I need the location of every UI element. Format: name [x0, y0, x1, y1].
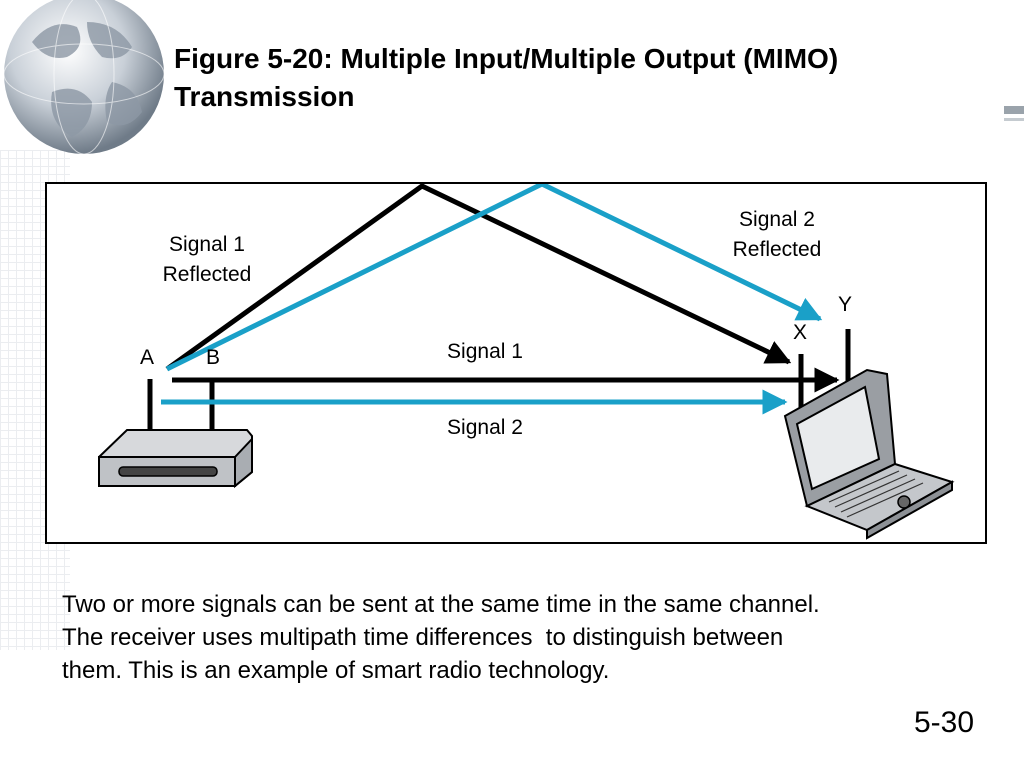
title-line-2: Transmission — [174, 81, 355, 112]
caption-line-3: them. This is an example of smart radio … — [62, 657, 610, 684]
signal-1-reflected-label: Signal 1 Reflected — [145, 230, 269, 290]
decorative-bar-thin — [1004, 118, 1024, 121]
mimo-diagram-svg — [98, 184, 955, 540]
antenna-a-label: A — [139, 346, 154, 369]
signal-1-reflected-path — [165, 184, 792, 372]
laptop-icon — [783, 329, 955, 540]
title-line-1: Figure 5-20: Multiple Input/Multiple Out… — [174, 43, 839, 74]
signal-2-reflected-path — [165, 184, 823, 372]
caption-line-2: The receiver uses multipath time differe… — [62, 624, 784, 651]
signal-1-label: Signal 1 — [447, 340, 523, 363]
signal-1-reflected-label-line1: Signal 1 — [169, 233, 245, 256]
antenna-y-label: Y — [837, 293, 852, 316]
page-number: 5-30 — [913, 706, 974, 739]
signal-1-reflected-label-line2: Reflected — [162, 263, 252, 286]
globe-icon — [3, 0, 165, 155]
decorative-bar — [1004, 106, 1024, 114]
signal-2-reflected-label-line1: Signal 2 — [739, 208, 815, 231]
antenna-x-label: X — [792, 321, 807, 344]
caption-line-1: Two or more signals can be sent at the s… — [62, 591, 820, 618]
signal-2-reflected-label-line2: Reflected — [732, 238, 822, 261]
signal-2-label: Signal 2 — [447, 416, 523, 439]
slide-title: Figure 5-20: Multiple Input/Multiple Out… — [174, 40, 1004, 116]
antenna-b-label: B — [205, 346, 220, 369]
wireless-router-icon — [98, 379, 253, 489]
signal-2-reflected-label: Signal 2 Reflected — [715, 205, 839, 265]
slide-caption: Two or more signals can be sent at the s… — [62, 588, 982, 687]
mimo-diagram: Signal 1 Reflected Signal 2 Reflected A … — [45, 182, 987, 544]
